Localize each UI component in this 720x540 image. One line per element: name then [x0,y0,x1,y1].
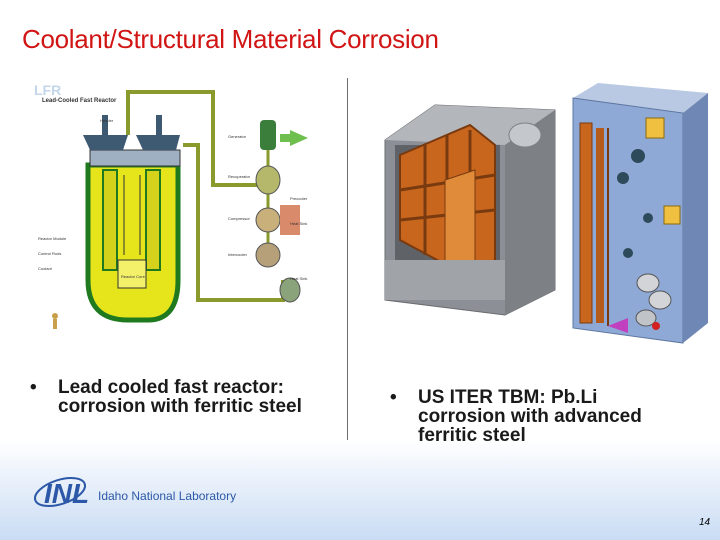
label-header: Header [100,118,114,123]
label-compressor: Compressor [228,216,250,221]
label-coolant: Coolant [38,266,53,271]
label-heat-sink-2: Heat Sink [290,276,307,281]
label-precooler: Precooler [290,196,308,201]
svg-text:LFR: LFR [34,82,61,98]
bottom-gradient-band [0,440,720,540]
label-reactor-core: Reactor Core [121,274,146,279]
left-bullet: • Lead cooled fast reactor: corrosion wi… [30,378,335,416]
bullet-marker: • [30,377,37,398]
bullet-marker: • [390,387,397,408]
label-intercooler: Intercooler [228,252,248,257]
lead-cooled-fast-reactor-diagram: Lead-Cooled Fast Reactor LFR Reactor Cor… [28,80,328,345]
label-control-rods: Control Rods [38,251,61,256]
tbm-module-figure [572,83,708,344]
label-generator: Generator [228,134,247,139]
label-heat-sink-1: Heat Sink [290,221,307,226]
logo-name: Idaho National Laboratory [98,489,236,503]
tbm-cutaway-figure [384,104,556,316]
right-bullet-text: US ITER TBM: Pb.Li corrosion with advanc… [418,387,642,446]
right-bullet: • US ITER TBM: Pb.Li corrosion with adva… [390,388,690,445]
inl-logo: INL Idaho National Laboratory [33,477,236,509]
label-recuperator: Recuperator [228,174,251,179]
diagram-header: Lead-Cooled Fast Reactor [42,98,117,104]
page-number: 14 [699,517,711,528]
label-reactor-module: Reactor Module [38,236,67,241]
vertical-divider [347,78,348,468]
slide-title: Coolant/Structural Material Corrosion [22,24,439,54]
left-bullet-text: Lead cooled fast reactor: corrosion with… [58,377,302,417]
logo-acronym: INL [44,478,89,509]
